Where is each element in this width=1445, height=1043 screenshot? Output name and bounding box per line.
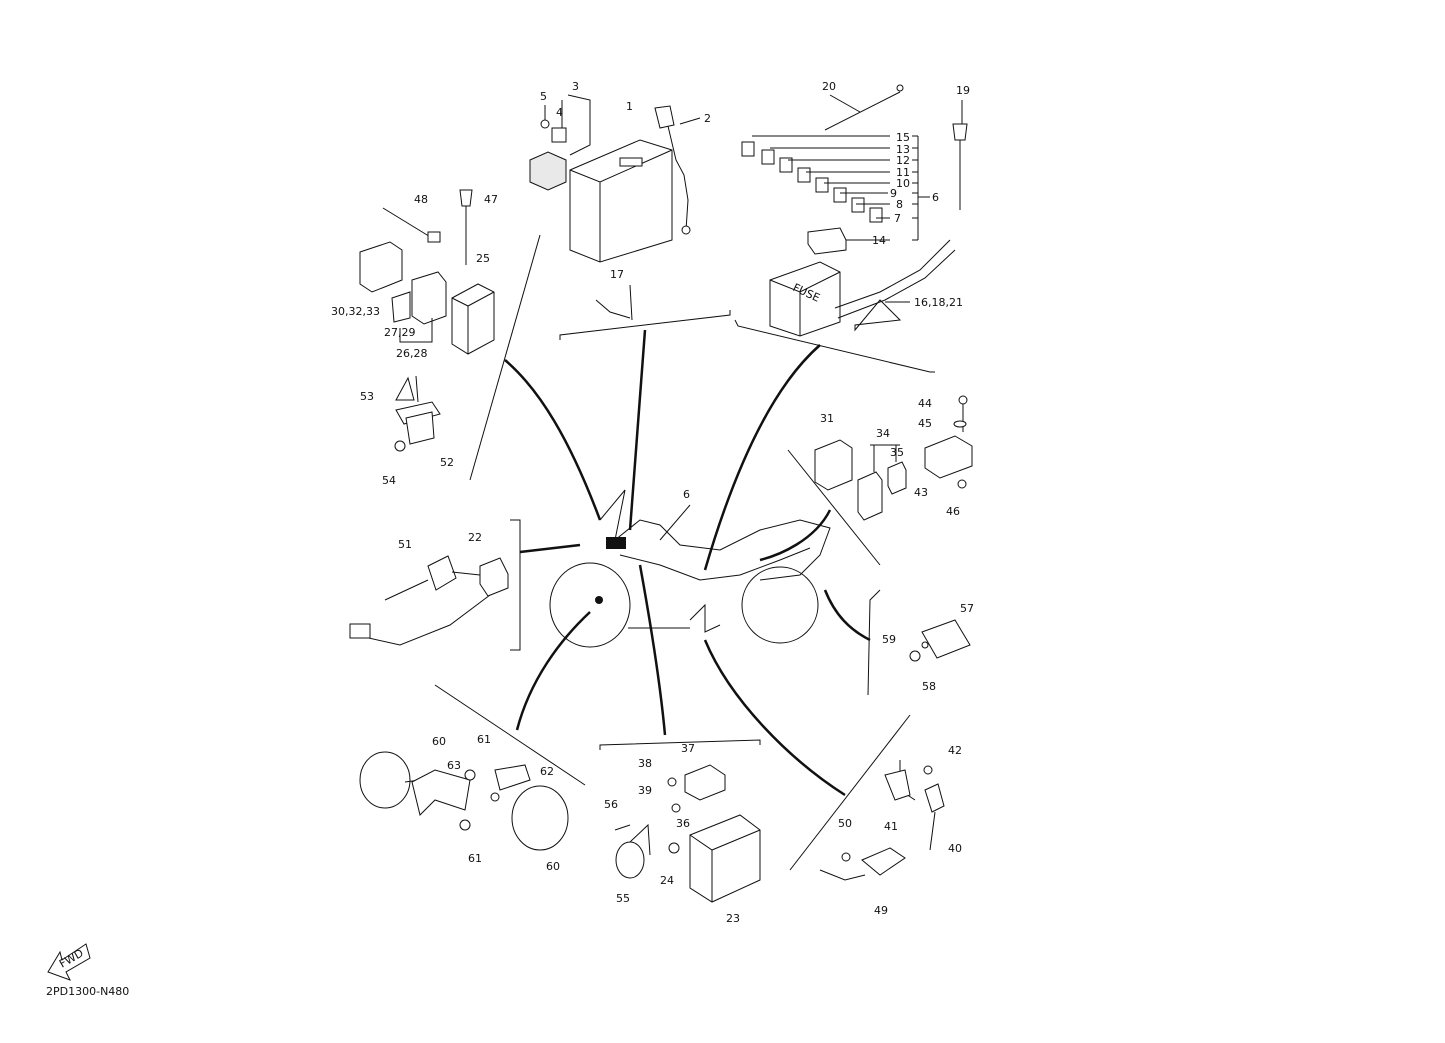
callout-35: 35 (890, 446, 904, 459)
battery-group: 1 2 3 4 5 17 (529, 80, 731, 340)
callout-10: 10 (896, 177, 910, 190)
callout-24: 24 (660, 874, 674, 887)
callout-42: 42 (948, 744, 962, 757)
callout-31: 31 (820, 412, 834, 425)
relay-group: 48 47 25 30,32,33 27,29 26,28 (331, 189, 541, 481)
callout-57: 57 (960, 602, 974, 615)
callout-11: 11 (896, 166, 910, 179)
callout-30-32-33: 30,32,33 (331, 305, 380, 318)
callout-6-fuse: 6 (932, 191, 939, 204)
callout-26-28: 26,28 (396, 347, 428, 360)
callout-34: 34 (876, 427, 890, 440)
callout-1: 1 (626, 100, 633, 113)
callout-40: 40 (948, 842, 962, 855)
callout-52: 52 (440, 456, 454, 469)
callout-62: 62 (540, 765, 554, 778)
callout-44: 44 (918, 397, 932, 410)
callout-16-18-21: 16,18,21 (914, 296, 963, 309)
callout-49: 49 (874, 904, 888, 917)
callout-51: 51 (398, 538, 412, 551)
callout-55: 55 (616, 892, 630, 905)
callout-38: 38 (638, 757, 652, 770)
callout-48: 48 (414, 193, 428, 206)
callout-63: 63 (447, 759, 461, 772)
callout-27-29: 27,29 (384, 326, 416, 339)
callout-61-top: 61 (477, 733, 491, 746)
callout-22: 22 (468, 531, 482, 544)
callout-43: 43 (914, 486, 928, 499)
callout-39: 39 (638, 784, 652, 797)
callout-60-right: 60 (546, 860, 560, 873)
callout-25: 25 (476, 252, 490, 265)
fwd-arrow: FWD (47, 943, 91, 981)
callout-59: 59 (882, 633, 896, 646)
sensor-group: 53 52 54 (360, 375, 454, 487)
callout-6-center: 6 (683, 488, 690, 501)
leader-lines (504, 329, 871, 797)
callout-58: 58 (922, 680, 936, 693)
front-wheel-hub (595, 596, 603, 604)
reflector-group: 57 59 58 (867, 589, 974, 696)
callout-45: 45 (918, 417, 932, 430)
callout-53: 53 (360, 390, 374, 403)
callout-8: 8 (896, 198, 903, 211)
callout-46: 46 (946, 505, 960, 518)
callout-4: 4 (556, 106, 563, 119)
callout-60-left: 60 (432, 735, 446, 748)
callout-54: 54 (382, 474, 396, 487)
callout-2: 2 (704, 112, 711, 125)
callout-61-bottom: 61 (468, 852, 482, 865)
horn-regulator-group: 37 38 39 36 56 24 55 23 (599, 739, 761, 925)
battery-mark (606, 537, 626, 549)
diagram-code: 2PD1300-N480 (46, 985, 130, 998)
callout-20: 20 (822, 80, 836, 93)
motorcycle-outline: 6 (549, 488, 831, 648)
right-relay-group: 31 34 35 44 45 43 46 (787, 395, 973, 566)
callout-56: 56 (604, 798, 618, 811)
callout-17: 17 (610, 268, 624, 281)
callout-23: 23 (726, 912, 740, 925)
callout-3: 3 (572, 80, 579, 93)
callout-12: 12 (896, 154, 910, 167)
callout-19: 19 (956, 84, 970, 97)
callout-5: 5 (540, 90, 547, 103)
callout-41: 41 (884, 820, 898, 833)
callout-13: 13 (896, 143, 910, 156)
lower-right-sensor-group: 42 41 40 50 49 (789, 714, 962, 917)
callout-36: 36 (676, 817, 690, 830)
headlight-group: 60 61 63 62 61 60 (359, 684, 586, 873)
callout-15: 15 (896, 131, 910, 144)
callout-14: 14 (872, 234, 886, 247)
switch-group: 51 22 (349, 519, 521, 651)
callout-47: 47 (484, 193, 498, 206)
callout-9: 9 (890, 187, 897, 200)
callout-37: 37 (681, 742, 695, 755)
callout-50: 50 (838, 817, 852, 830)
fuse-group: FUSE 20 19 15 13 12 11 10 9 8 7 6 14 16,… (734, 80, 970, 373)
callout-7: 7 (894, 212, 901, 225)
